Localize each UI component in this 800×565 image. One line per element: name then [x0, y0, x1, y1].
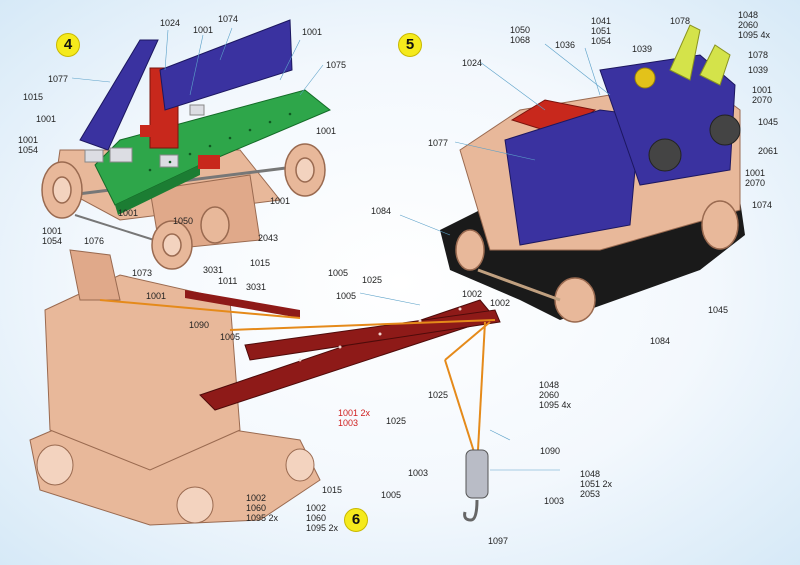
step4-part-label: 1001 [302, 27, 323, 37]
step-number-4: 4 [56, 33, 80, 57]
step4-part-label: 1001 [36, 114, 57, 124]
step5-part-label: 1048 2060 1095 4x [738, 10, 771, 40]
step5-part-label: 1024 [462, 58, 483, 68]
step4-part-label: 1011 [218, 276, 238, 286]
step6-part-label-highlight: 1001 2x 1003 [338, 408, 371, 428]
step5-part-label: 2061 [758, 146, 779, 156]
step6-part-label: 1090 [540, 446, 561, 456]
step6-part-label: 1025 [428, 390, 449, 400]
step-number-5: 5 [398, 33, 422, 57]
step4-part-label: 1001 1054 [18, 135, 39, 155]
step6-part-label: 1002 [462, 289, 483, 299]
step4-part-label: 2043 [258, 233, 279, 243]
step5-model [440, 24, 745, 323]
step5-part-label: 1050 1068 [510, 25, 531, 45]
step6-part-label: 1097 [488, 536, 509, 546]
step4-part-label: 1001 [316, 126, 337, 136]
step6-part-label: 1005 [328, 268, 349, 278]
step6-part-label: 1003 [544, 496, 565, 506]
step5-part-label: 1084 [371, 206, 392, 216]
step4-model [41, 19, 331, 270]
step4-part-label: 1076 [84, 236, 105, 246]
step5-part-label: 1078 [748, 50, 769, 60]
step4-part-label: 1001 [118, 208, 139, 218]
step6-part-label: 1015 [322, 485, 343, 495]
step4-part-label: 1001 1054 [42, 226, 63, 246]
leader-lines [71, 27, 611, 471]
step6-model [29, 249, 501, 526]
step4-part-label: 1077 [48, 74, 69, 84]
step-number-6: 6 [344, 508, 368, 532]
step6-part-label: 1025 [362, 275, 383, 285]
step5-part-label: 1001 2070 [745, 168, 766, 188]
step6-part-label: 1002 [490, 298, 511, 308]
step6-part-label: 1005 [381, 490, 402, 500]
step4-part-label: 1024 [160, 18, 181, 28]
step6-part-label: 1005 [336, 291, 357, 301]
step6-part-label: 1025 [386, 416, 407, 426]
step4-part-label: 1001 [270, 196, 291, 206]
step6-part-label: 3031 [246, 282, 267, 292]
step4-part-label: 1074 [218, 14, 239, 24]
step4-part-label: 1050 [173, 216, 194, 226]
step6-part-label: 1002 1060 1095 2x [306, 503, 339, 533]
step6-part-label: 1002 1060 1095 2x [246, 493, 279, 523]
step5-part-label: 1041 1051 1054 [591, 16, 612, 46]
step5-part-label: 1074 [752, 200, 773, 210]
step4-part-label: 3031 [203, 265, 224, 275]
step6-part-label: 1048 1051 2x 2053 [580, 469, 613, 499]
step6-part-label: 1003 [408, 468, 429, 478]
step5-part-label: 1039 [632, 44, 653, 54]
step5-part-label: 1036 [555, 40, 576, 50]
step5-part-label: 1084 [650, 336, 671, 346]
step4-part-label: 1075 [326, 60, 347, 70]
step6-part-label: 1048 2060 1095 4x [539, 380, 572, 410]
step5-part-label: 1077 [428, 138, 449, 148]
step5-part-label: 1045 [708, 305, 729, 315]
step5-part-label: 1045 [758, 117, 779, 127]
step5-part-label: 1078 [670, 16, 691, 26]
step4-part-label: 1015 [23, 92, 44, 102]
step4-part-label: 1015 [250, 258, 271, 268]
step5-part-label: 1039 [748, 65, 769, 75]
step4-part-label: 1001 [193, 25, 214, 35]
step6-part-label: 1001 [146, 291, 167, 301]
step5-part-label: 1001 2070 [752, 85, 773, 105]
step4-part-label: 1073 [132, 268, 153, 278]
step6-part-label: 1090 [189, 320, 210, 330]
step6-part-label: 1005 [220, 332, 241, 342]
